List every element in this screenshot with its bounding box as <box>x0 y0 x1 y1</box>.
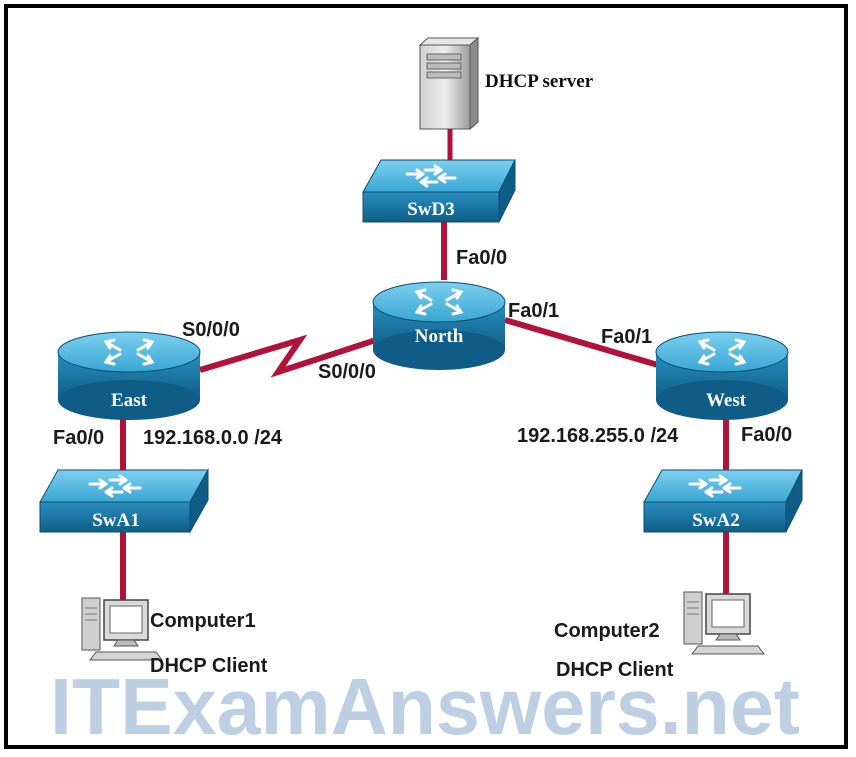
swd3-label: SwD3 <box>407 199 455 220</box>
swa2-label: SwA2 <box>692 510 740 531</box>
link-east-north-serial <box>199 334 386 378</box>
west-label: West <box>706 390 747 411</box>
computer2[interactable] <box>683 591 765 655</box>
router-icon <box>57 331 201 420</box>
watermark-text: ITExamAnswers.net <box>50 662 800 751</box>
server-icon <box>418 36 480 131</box>
east-s000-label: S0/0/0 <box>182 319 240 341</box>
router-east[interactable]: East <box>57 331 201 420</box>
computer1[interactable] <box>81 597 163 661</box>
links <box>120 128 729 602</box>
computer1-label: Computer1 <box>150 610 256 632</box>
east-fa00-label: Fa0/0 <box>53 427 104 449</box>
computer1-role: DHCP Client <box>150 655 268 677</box>
west-fa01-label: Fa0/1 <box>601 326 652 348</box>
computer-icon <box>683 591 765 655</box>
switch-swa1[interactable]: SwA1 <box>39 468 209 534</box>
switch-icon <box>39 468 209 534</box>
east-label: East <box>111 390 148 411</box>
router-north[interactable]: North <box>372 281 506 370</box>
switch-swd3[interactable]: SwD3 <box>362 159 516 223</box>
link-north-west <box>504 317 669 371</box>
west-fa00-label: Fa0/0 <box>741 424 792 446</box>
router-west[interactable]: West <box>655 331 789 420</box>
north-fa01-label: Fa0/1 <box>508 300 559 322</box>
west-lan-label: 192.168.255.0 /24 <box>517 425 679 447</box>
north-s000-label: S0/0/0 <box>318 361 376 383</box>
computer2-role: DHCP Client <box>556 659 674 681</box>
east-lan-label: 192.168.0.0 /24 <box>143 427 283 449</box>
dhcp-server-label: DHCP server <box>485 71 594 92</box>
swa1-label: SwA1 <box>92 510 140 531</box>
switch-icon <box>362 159 516 223</box>
router-icon <box>372 281 506 370</box>
dhcp-server: DHCP server <box>418 36 594 131</box>
north-label: North <box>415 326 464 347</box>
computer2-label: Computer2 <box>554 620 660 642</box>
switch-swa2[interactable]: SwA2 <box>643 469 803 533</box>
computer-icon <box>81 597 163 661</box>
router-icon <box>655 331 789 420</box>
north-fa00-label: Fa0/0 <box>456 247 507 269</box>
switch-icon <box>643 469 803 533</box>
